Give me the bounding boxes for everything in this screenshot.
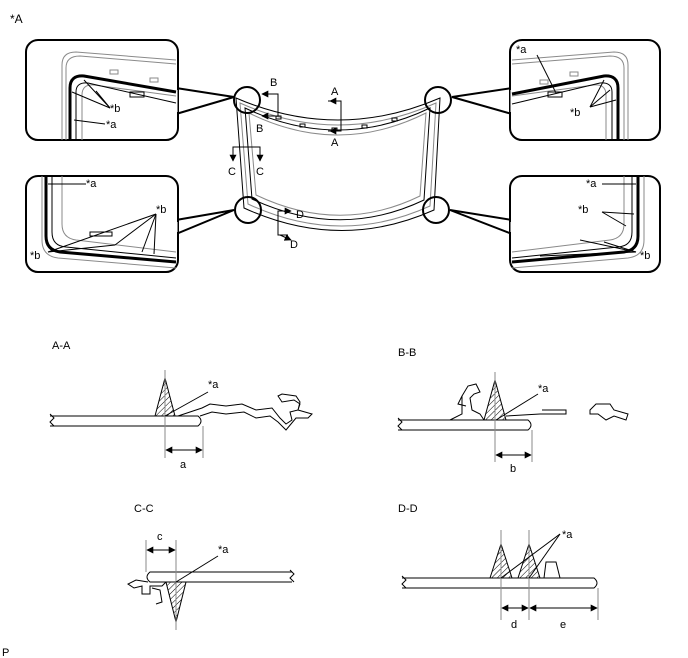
upper-clips bbox=[275, 115, 398, 132]
section-marker-a: A A bbox=[328, 86, 342, 149]
section-arrow-label-b-bottom: B bbox=[256, 123, 263, 135]
callout-bottom-left-marker-label-right: *b bbox=[156, 204, 166, 216]
callout-top-left: *b *a bbox=[25, 39, 235, 141]
section-c-c: C-C c *a bbox=[127, 503, 295, 630]
callout-top-left-adhesive-label: *a bbox=[106, 119, 117, 131]
footer-label: P bbox=[2, 647, 9, 658]
section-d-d-dim-d: d bbox=[511, 619, 517, 631]
section-d-d-title: D-D bbox=[398, 503, 418, 515]
callout-top-right: *a *b bbox=[451, 39, 661, 141]
callout-top-right-marker-label: *b bbox=[570, 107, 580, 119]
callout-bottom-right-marker-label-upper: *b bbox=[578, 204, 588, 216]
section-b-b-title: B-B bbox=[398, 347, 416, 359]
section-arrow-label-c-left: C bbox=[228, 166, 236, 178]
view-label: *A bbox=[10, 12, 23, 26]
callout-bottom-right-adhesive-label: *a bbox=[586, 178, 597, 190]
section-arrow-label-d-top: D bbox=[296, 209, 304, 221]
corner-circle-bottom-right bbox=[422, 196, 450, 224]
callout-top-right-adhesive-label: *a bbox=[516, 44, 527, 56]
section-c-c-title: C-C bbox=[134, 503, 154, 515]
section-b-b-adhesive-label: *a bbox=[538, 383, 549, 395]
callout-bottom-left-marker-label-left: *b bbox=[30, 250, 40, 262]
corner-circle-bottom-left bbox=[234, 196, 262, 224]
section-arrow-label-d-bottom: D bbox=[290, 239, 298, 251]
callout-bottom-right-marker-label-lower: *b bbox=[640, 250, 650, 262]
section-c-c-adhesive-label: *a bbox=[218, 544, 229, 556]
section-marker-b: B B bbox=[256, 77, 279, 135]
section-arrow-label-b-top: B bbox=[270, 77, 277, 89]
windshield-outline bbox=[235, 97, 441, 231]
callout-bottom-right: *a *b *b bbox=[449, 175, 661, 273]
section-c-c-dim-c: c bbox=[157, 531, 163, 543]
section-arrow-label-a-top: A bbox=[331, 86, 339, 98]
section-a-a: A-A *a a bbox=[49, 340, 313, 471]
corner-circle-top-right bbox=[424, 86, 452, 114]
section-a-a-title: A-A bbox=[52, 340, 71, 352]
section-b-b-dim-b: b bbox=[510, 463, 516, 475]
callout-bottom-left-adhesive-label: *a bbox=[86, 178, 97, 190]
section-marker-c: C C bbox=[228, 146, 264, 178]
section-marker-d: D D bbox=[277, 207, 304, 251]
section-b-b: B-B *a b bbox=[397, 347, 629, 475]
corner-circle-top-left bbox=[233, 86, 261, 114]
section-d-d-dim-e: e bbox=[560, 619, 566, 631]
section-a-a-adhesive-label: *a bbox=[208, 379, 219, 391]
section-d-d-adhesive-label: *a bbox=[562, 529, 573, 541]
section-arrow-label-c-right: C bbox=[256, 166, 264, 178]
callout-top-left-marker-label: *b bbox=[110, 103, 120, 115]
section-d-d: D-D d e *a bbox=[398, 503, 599, 631]
section-arrow-label-a-bottom: A bbox=[331, 137, 339, 149]
callout-bottom-left: *a *b *b bbox=[25, 175, 235, 273]
section-a-a-dim-a: a bbox=[180, 459, 187, 471]
